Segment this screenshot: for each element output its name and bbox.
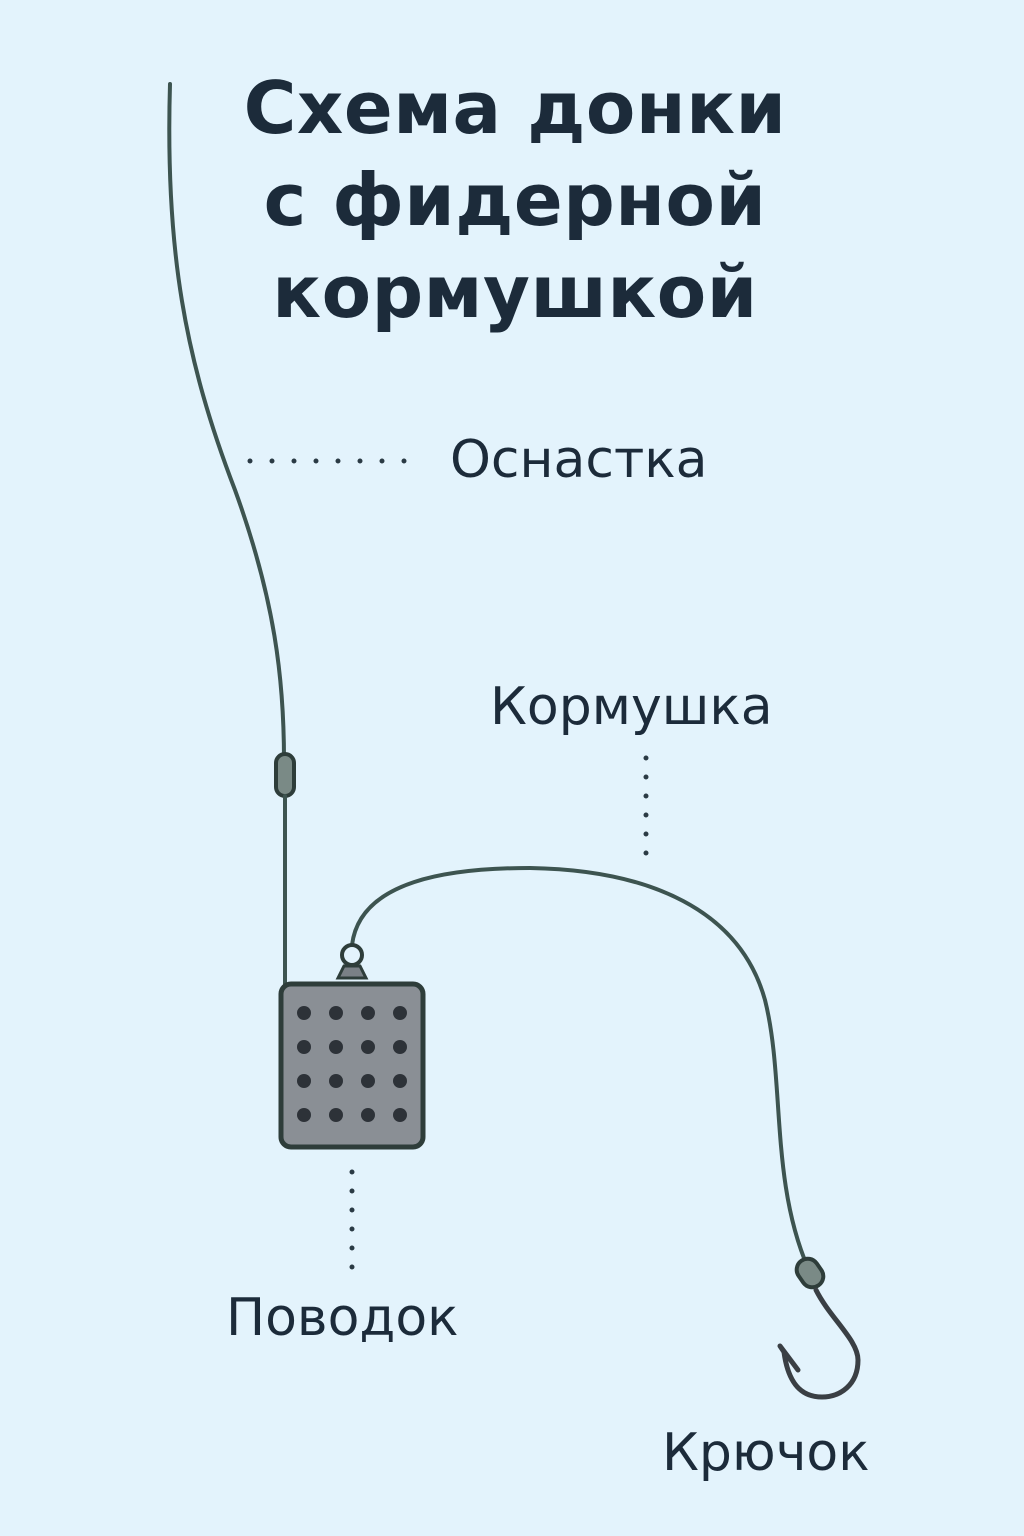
feeder-hole [361,1074,375,1088]
feeder-hole [361,1108,375,1122]
rig-label: Оснастка [450,430,708,490]
feeder-hole [393,1006,407,1020]
hook-icon [777,1287,861,1400]
feeder-eyelet-mount [335,964,369,980]
feeder-label: Кормушка [490,677,773,737]
feeder-hole [297,1040,311,1054]
hook-swivel [794,1256,826,1290]
feeder-hole [297,1006,311,1020]
title-line: кормушкой [272,250,758,334]
feeder-hole [393,1040,407,1054]
title-line: Схема донки [243,66,787,150]
feeder-hole [329,1074,343,1088]
leader-label: Поводок [226,1288,459,1348]
feeder-holes [297,1006,407,1122]
feeder-hole [329,1006,343,1020]
leader-line [350,865,810,1270]
feeder-hole [361,1040,375,1054]
feeder-hole [297,1074,311,1088]
feeder-body [278,981,426,1150]
feeder-hole [393,1108,407,1122]
diagram-title: Схема донки с фидерной кормушкой [170,62,860,338]
feeder-hole [297,1108,311,1122]
title-line: с фидерной [263,158,767,242]
stopper-bead [274,752,296,798]
feeder-hole [361,1006,375,1020]
hook-label: Крючок [662,1423,870,1483]
main-line [167,82,286,762]
feeder-hole [329,1108,343,1122]
feeder-hole [329,1040,343,1054]
feeder-hole [393,1074,407,1088]
feeder-eyelet [340,943,364,967]
